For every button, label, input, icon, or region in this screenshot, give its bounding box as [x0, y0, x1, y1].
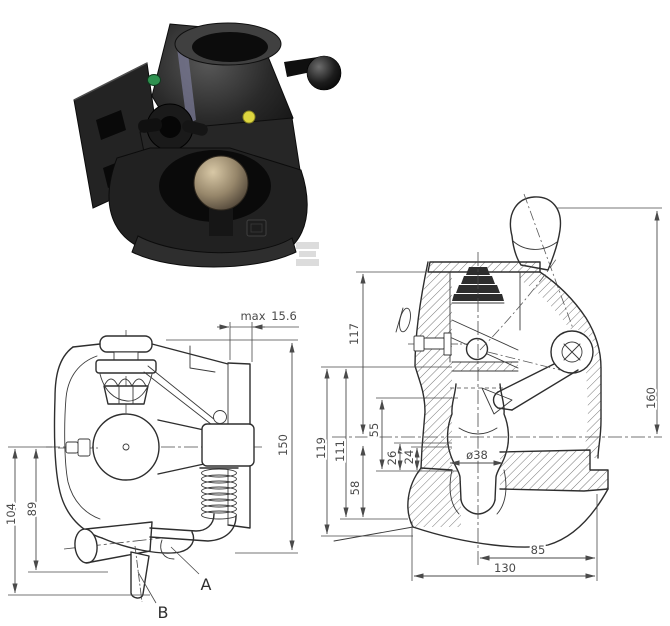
- section-body-outline: [395, 261, 602, 471]
- dim-26-label: 26: [385, 451, 399, 466]
- hand-lever: [63, 513, 237, 603]
- dim-24-label: 24: [402, 450, 416, 465]
- wear-indicator-plug: [95, 335, 157, 405]
- dim-flange-word: max: [240, 309, 265, 323]
- dim-130-label: 130: [494, 561, 516, 575]
- boss-block: [201, 423, 255, 467]
- cast-logo: [246, 219, 267, 237]
- pivot-boss-circle: [92, 413, 160, 481]
- funnel-opening: [192, 32, 268, 62]
- dim-119-label: 119: [314, 437, 328, 459]
- dim-150-label: 150: [276, 434, 290, 456]
- dim-85-label: 85: [531, 543, 546, 557]
- side-bolt: [58, 438, 98, 457]
- cam-arm: [450, 257, 579, 415]
- coupling-ball: [193, 155, 249, 211]
- label-b: B: [158, 603, 169, 622]
- pin-hole: [465, 337, 489, 361]
- dim-flange-value: 15.6: [271, 309, 297, 323]
- jaw-section: [407, 468, 461, 527]
- dim-160-label: 160: [644, 387, 658, 409]
- release-handle: [509, 193, 576, 335]
- dim-58-label: 58: [348, 481, 362, 496]
- section-view-dimensions: 160 117 119 111 58 55 26: [312, 207, 662, 581]
- dim-117-label: 117: [347, 323, 361, 345]
- label-strip: [176, 36, 196, 124]
- left-wall-section: [415, 272, 452, 470]
- dim-89-label: 89: [25, 502, 39, 517]
- green-indicator: [147, 74, 161, 86]
- jaw-outline: [333, 449, 609, 548]
- yellow-indicator: [242, 110, 256, 124]
- jaw-front-lip: [131, 235, 297, 268]
- dim-ball-dia-label: ø38: [466, 448, 488, 462]
- spring-coil: [199, 467, 239, 520]
- section-bolt: [408, 332, 468, 356]
- flange-section: [500, 450, 608, 491]
- side-view-dimensions: max 15.6 150 104 89 A B: [2, 309, 299, 622]
- dim-55-label: 55: [367, 423, 381, 438]
- lever-ball-knob: [306, 55, 342, 91]
- dim-111-label: 111: [333, 440, 347, 462]
- watermark-bars: [296, 242, 319, 266]
- section-view-drawing: 160 117 119 111 58 55 26: [312, 193, 662, 581]
- pivot-pin: [549, 329, 595, 375]
- coupling-body-outline: [53, 343, 255, 560]
- right-wall-section: [520, 272, 601, 458]
- dim-104-label: 104: [4, 503, 18, 525]
- grip-end: [74, 528, 98, 564]
- plate-hole: [96, 110, 126, 140]
- product-photo: [73, 22, 342, 268]
- label-a: A: [201, 575, 212, 594]
- ball-pin-section: [446, 383, 510, 515]
- side-view-drawing: max 15.6 150 104 89 A B: [2, 309, 299, 622]
